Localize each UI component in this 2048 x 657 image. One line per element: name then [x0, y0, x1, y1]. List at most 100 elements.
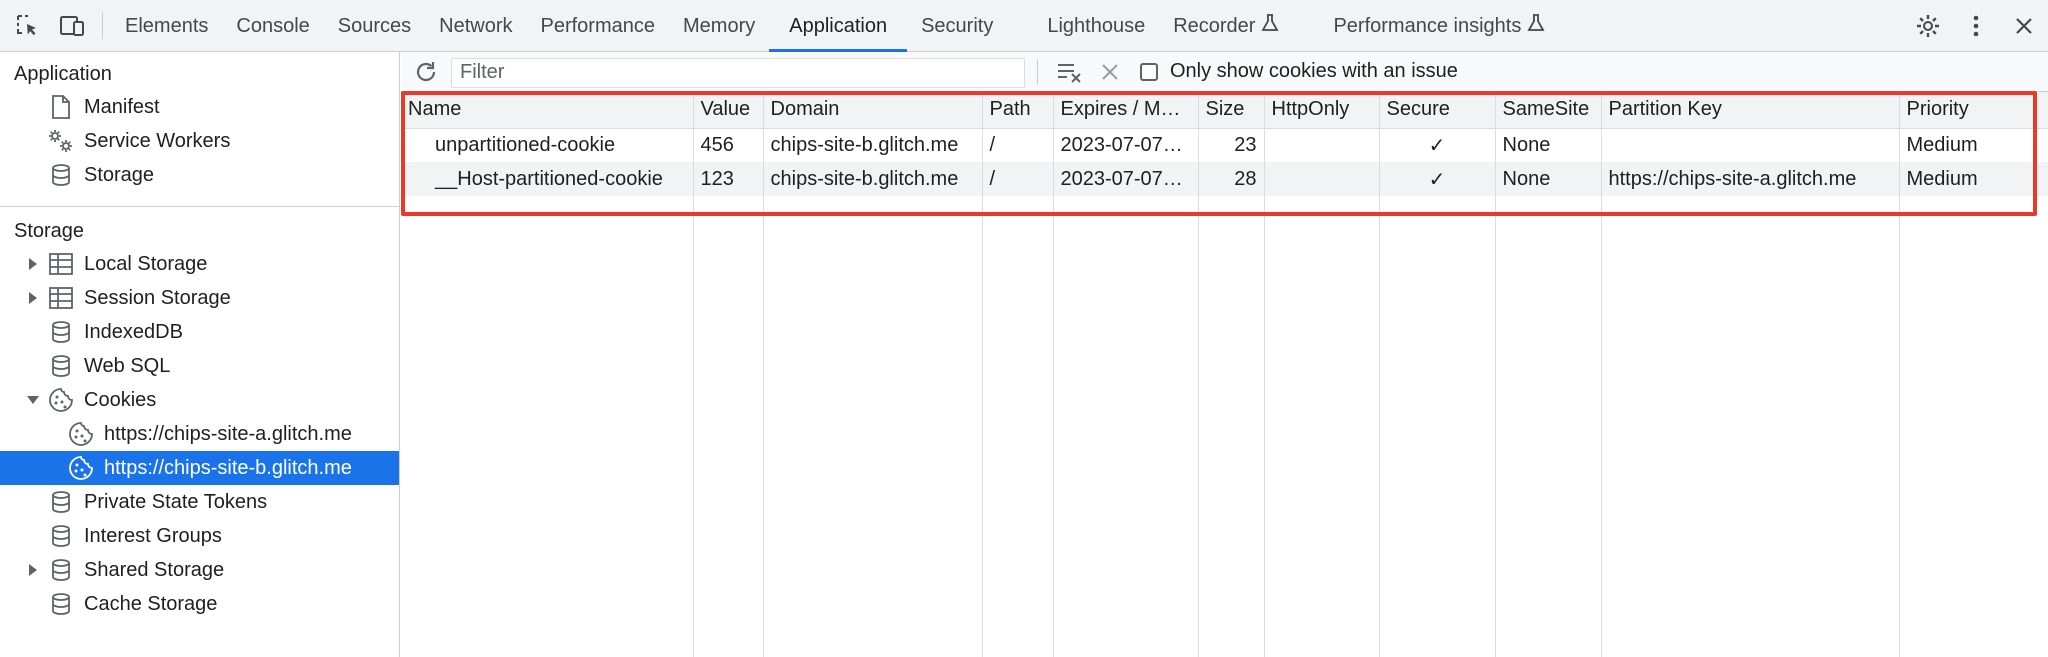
cell-expires: 2023-07-07… — [1053, 162, 1199, 196]
sidebar-item-label: Web SQL — [84, 354, 171, 377]
sidebar-item-indexeddb[interactable]: IndexedDB — [0, 315, 399, 349]
column-header-partition-key[interactable]: Partition Key — [1601, 92, 1900, 129]
sidebar-item-shared-storage[interactable]: Shared Storage — [0, 553, 399, 587]
cookie-icon — [66, 453, 96, 483]
settings-gear-icon[interactable] — [1904, 0, 1952, 52]
column-header-name[interactable]: Name — [401, 92, 694, 129]
cell-path: / — [982, 128, 1054, 162]
tab-application[interactable]: Application — [769, 0, 907, 52]
column-header-size[interactable]: Size — [1198, 92, 1265, 129]
database-icon — [46, 317, 76, 347]
cell-value: 123 — [693, 162, 764, 196]
cell-secure: ✓ — [1379, 128, 1496, 162]
column-header-priority[interactable]: Priority — [1899, 92, 2048, 129]
tab-label: Performance insights — [1333, 14, 1522, 37]
sidebar-item-service-workers[interactable]: Service Workers — [0, 124, 399, 158]
tab-label: Recorder — [1173, 14, 1256, 37]
storage-section-heading: Storage — [14, 220, 85, 242]
filter-input[interactable] — [451, 57, 1025, 88]
cookies-table: Name Value Domain Path Expires / M… Size… — [401, 92, 2048, 657]
sidebar-item-label: Service Workers — [84, 129, 231, 152]
filler-cell — [1379, 196, 1496, 657]
only-issues-checkbox[interactable]: Only show cookies with an issue — [1140, 60, 1458, 83]
experiment-flask-icon — [1261, 13, 1279, 39]
application-sidebar: Application Manifest Service Workers Sto… — [0, 52, 400, 657]
column-header-samesite[interactable]: SameSite — [1495, 92, 1602, 129]
tab-performance[interactable]: Performance — [527, 0, 670, 52]
column-header-expires[interactable]: Expires / M… — [1053, 92, 1199, 129]
tab-sources[interactable]: Sources — [324, 0, 425, 52]
cookie-icon — [46, 385, 76, 415]
tab-label: Elements — [125, 14, 209, 37]
device-toolbar-icon[interactable] — [50, 0, 94, 52]
sidebar-item-label: Cookies — [84, 388, 157, 411]
table-filler-row — [401, 196, 2048, 657]
tab-console[interactable]: Console — [222, 0, 323, 52]
collapse-arrow-icon[interactable] — [26, 393, 40, 407]
filler-cell — [763, 196, 983, 657]
filler-cell — [1601, 196, 1900, 657]
cell-size: 23 — [1198, 128, 1265, 162]
table-icon — [46, 249, 76, 279]
column-header-httponly[interactable]: HttpOnly — [1264, 92, 1380, 129]
tab-label: Security — [921, 14, 994, 37]
cell-name: __Host-partitioned-cookie — [401, 162, 694, 196]
cookies-panel: Only show cookies with an issue Name Val… — [401, 52, 2048, 657]
filler-cell — [1899, 196, 2048, 657]
expand-arrow-icon[interactable] — [26, 291, 40, 305]
tab-security[interactable]: Security — [907, 0, 1033, 52]
cell-expires: 2023-07-07… — [1053, 128, 1199, 162]
cell-secure: ✓ — [1379, 162, 1496, 196]
refresh-icon[interactable] — [401, 52, 451, 92]
tab-elements[interactable]: Elements — [111, 0, 222, 52]
sidebar-item-cookie-origin-b[interactable]: https://chips-site-b.glitch.me — [0, 451, 399, 485]
tab-performance-insights[interactable]: Performance insights — [1319, 0, 1559, 52]
sidebar-item-local-storage[interactable]: Local Storage — [0, 247, 399, 281]
expand-arrow-icon[interactable] — [26, 257, 40, 271]
sidebar-item-interest-groups[interactable]: Interest Groups — [0, 519, 399, 553]
tab-label: Network — [439, 14, 513, 37]
more-options-icon[interactable] — [1952, 0, 2000, 52]
close-icon[interactable] — [2000, 0, 2048, 52]
sidebar-item-storage[interactable]: Storage — [0, 158, 399, 192]
sidebar-item-label: Storage — [84, 163, 155, 186]
sidebar-item-cookies[interactable]: Cookies — [0, 383, 399, 417]
cell-domain: chips-site-b.glitch.me — [763, 128, 983, 162]
table-row[interactable]: __Host-partitioned-cookie 123 chips-site… — [401, 162, 2048, 196]
topbar-actions — [1891, 0, 2048, 52]
tab-label: Performance — [540, 14, 656, 37]
inspect-element-icon[interactable] — [6, 0, 50, 52]
sidebar-item-manifest[interactable]: Manifest — [0, 90, 399, 124]
tab-recorder[interactable]: Recorder — [1159, 0, 1319, 52]
checkbox-box[interactable] — [1140, 62, 1158, 81]
column-header-domain[interactable]: Domain — [763, 92, 983, 129]
database-icon — [46, 160, 76, 190]
filler-cell — [1198, 196, 1265, 657]
expand-arrow-icon[interactable] — [26, 563, 40, 577]
sidebar-item-cookie-origin-a[interactable]: https://chips-site-a.glitch.me — [0, 417, 399, 451]
sidebar-item-cache-storage[interactable]: Cache Storage — [0, 587, 399, 621]
column-header-secure[interactable]: Secure — [1379, 92, 1496, 129]
sidebar-item-label: https://chips-site-b.glitch.me — [104, 456, 352, 479]
column-header-path[interactable]: Path — [982, 92, 1054, 129]
sidebar-item-web-sql[interactable]: Web SQL — [0, 349, 399, 383]
cookies-toolbar: Only show cookies with an issue — [401, 52, 2048, 92]
delete-selected-icon[interactable] — [1090, 52, 1130, 92]
tab-network[interactable]: Network — [425, 0, 526, 52]
cell-priority: Medium — [1906, 133, 1978, 156]
sidebar-divider — [0, 206, 399, 207]
tab-memory[interactable]: Memory — [669, 0, 769, 52]
panel-tabs: Elements Console Sources Network Perform… — [111, 0, 1559, 52]
clear-all-cookies-icon[interactable] — [1050, 52, 1090, 92]
table-row[interactable]: unpartitioned-cookie 456 chips-site-b.gl… — [401, 128, 2048, 162]
sidebar-item-private-state-tokens[interactable]: Private State Tokens — [0, 485, 399, 519]
checkbox-label: Only show cookies with an issue — [1170, 60, 1458, 82]
sidebar-item-session-storage[interactable]: Session Storage — [0, 281, 399, 315]
toolbar-divider — [1037, 58, 1038, 85]
cell-samesite: None — [1495, 162, 1602, 196]
database-icon — [46, 555, 76, 585]
database-icon — [46, 521, 76, 551]
sidebar-item-label: https://chips-site-a.glitch.me — [104, 422, 352, 445]
tab-lighthouse[interactable]: Lighthouse — [1033, 0, 1159, 52]
column-header-value[interactable]: Value — [693, 92, 764, 129]
